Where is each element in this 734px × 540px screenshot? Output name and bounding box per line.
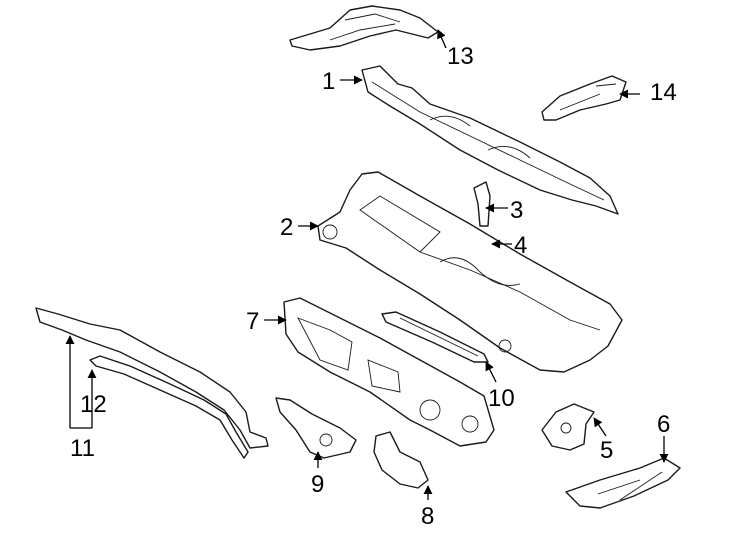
leader-10 [485,361,497,383]
callout-11: 11 [70,435,95,462]
part-2-dash-panel-upper [317,171,623,373]
callout-8: 8 [421,503,434,530]
part-7-dash-panel-lower [283,297,495,447]
callout-9: 9 [311,471,324,498]
part-14-bracket [541,75,627,121]
callout-13: 13 [447,43,474,70]
part-1-cowl-top-panel [361,65,619,215]
part-11-rail [35,307,269,449]
part-13-cowl-vent-panel [289,5,439,51]
callout-1: 1 [322,68,335,95]
part-8-bracket [373,431,429,489]
part-9-bracket [275,397,357,459]
part-3-bracket [473,181,491,227]
callout-10: 10 [488,385,515,412]
leader-5 [593,417,607,437]
callout-14: 14 [650,79,677,106]
part-6-plate [565,457,681,509]
leader-13 [437,29,447,49]
callout-4: 4 [514,232,527,259]
callout-12: 12 [80,391,107,418]
callout-3: 3 [510,197,523,224]
callout-7: 7 [246,308,259,335]
callout-2: 2 [280,214,293,241]
callout-6: 6 [657,411,670,438]
callout-5: 5 [600,437,613,464]
callout-labels: 1 2 3 4 5 6 7 8 9 10 11 12 13 14 [70,43,677,530]
leader-lines [65,29,669,500]
part-5-bracket [541,403,595,451]
part-12-seal [89,355,249,459]
